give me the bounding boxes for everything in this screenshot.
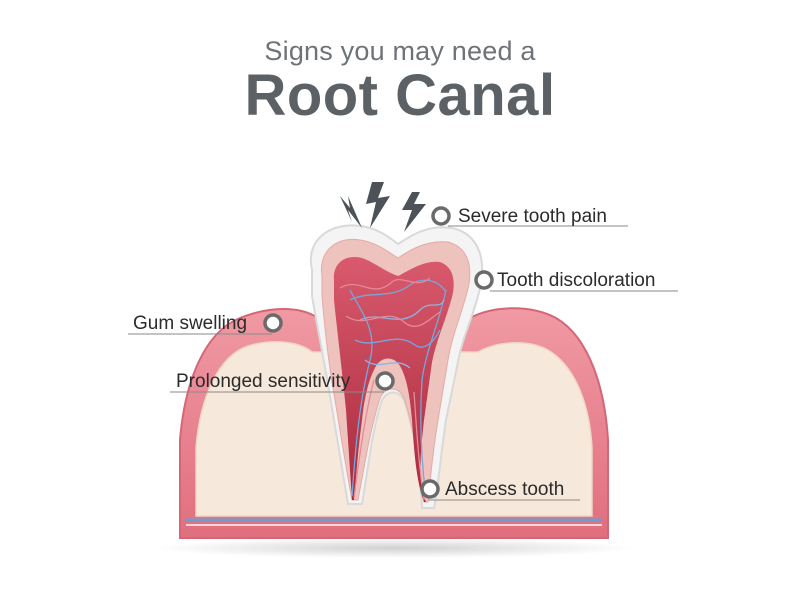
marker-severe-pain <box>431 206 628 227</box>
marker-discoloration <box>474 270 678 292</box>
label-gum-swelling: Gum swelling <box>133 313 248 334</box>
label-prolonged-sensitivity: Prolonged sensitivity <box>176 371 351 392</box>
ground-shadow <box>155 538 635 558</box>
diagram-title: Root Canal <box>244 63 556 128</box>
label-tooth-discoloration: Tooth discoloration <box>497 270 656 291</box>
marker-sensitivity <box>170 371 395 393</box>
bolt-middle-icon <box>366 182 390 228</box>
lightning-bolts-icon <box>340 182 426 232</box>
bolt-right-icon <box>402 192 426 232</box>
marker-abscess <box>420 479 580 501</box>
bolt-left-icon <box>340 196 362 228</box>
diagram-subtitle: Signs you may need a <box>264 36 536 66</box>
label-severe-tooth-pain: Severe tooth pain <box>458 206 607 227</box>
marker-gum-swelling <box>128 313 283 335</box>
label-abscess-tooth: Abscess tooth <box>445 479 565 500</box>
pulp-nerves <box>339 277 447 501</box>
